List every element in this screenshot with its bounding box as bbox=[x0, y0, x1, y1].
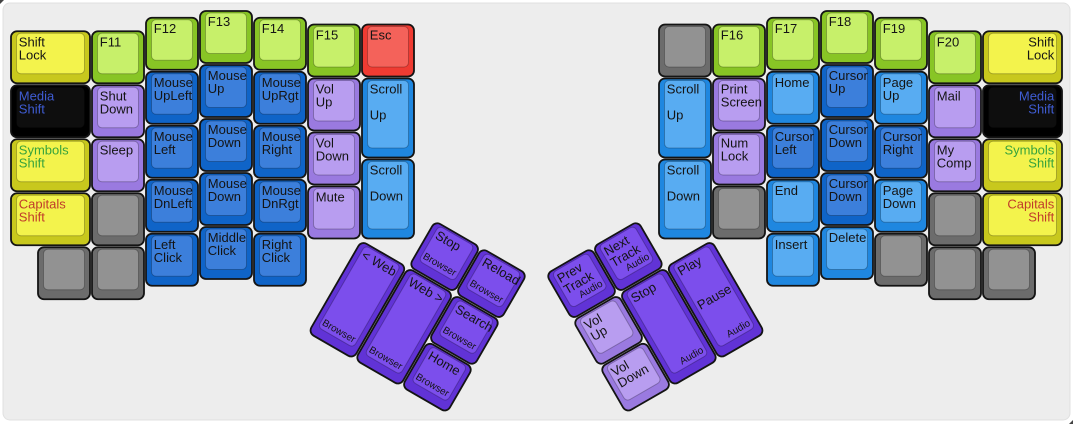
svg-text:F16: F16 bbox=[721, 28, 743, 43]
svg-text:F18: F18 bbox=[829, 14, 851, 29]
svg-text:End: End bbox=[775, 183, 798, 198]
svg-text:VolUp: VolUp bbox=[316, 82, 334, 110]
svg-text:F11: F11 bbox=[100, 34, 121, 49]
svg-text:Down: Down bbox=[667, 188, 700, 203]
svg-text:Delete: Delete bbox=[829, 230, 867, 245]
svg-text:F12: F12 bbox=[154, 21, 176, 36]
svg-text:Sleep: Sleep bbox=[100, 142, 133, 157]
svg-text:Scroll: Scroll bbox=[667, 82, 700, 97]
svg-text:Up: Up bbox=[667, 107, 684, 122]
svg-text:Scroll: Scroll bbox=[667, 163, 700, 178]
svg-text:VolUp: VolUp bbox=[581, 310, 611, 343]
svg-text:F19: F19 bbox=[883, 21, 905, 36]
svg-text:Scroll: Scroll bbox=[370, 163, 403, 178]
svg-text:Scroll: Scroll bbox=[370, 82, 403, 97]
svg-text:Mail: Mail bbox=[937, 88, 961, 103]
svg-text:F20: F20 bbox=[937, 34, 959, 49]
svg-text:F14: F14 bbox=[262, 21, 284, 36]
svg-text:Up: Up bbox=[370, 107, 387, 122]
svg-text:VolDown: VolDown bbox=[316, 136, 349, 164]
svg-text:Esc: Esc bbox=[370, 28, 392, 43]
svg-text:Insert: Insert bbox=[775, 237, 808, 252]
svg-text:F15: F15 bbox=[316, 28, 338, 43]
svg-text:Home: Home bbox=[775, 75, 810, 90]
svg-text:Down: Down bbox=[370, 188, 403, 203]
svg-text:Mute: Mute bbox=[316, 190, 345, 205]
svg-text:F13: F13 bbox=[208, 14, 230, 29]
svg-text:F17: F17 bbox=[775, 21, 797, 36]
